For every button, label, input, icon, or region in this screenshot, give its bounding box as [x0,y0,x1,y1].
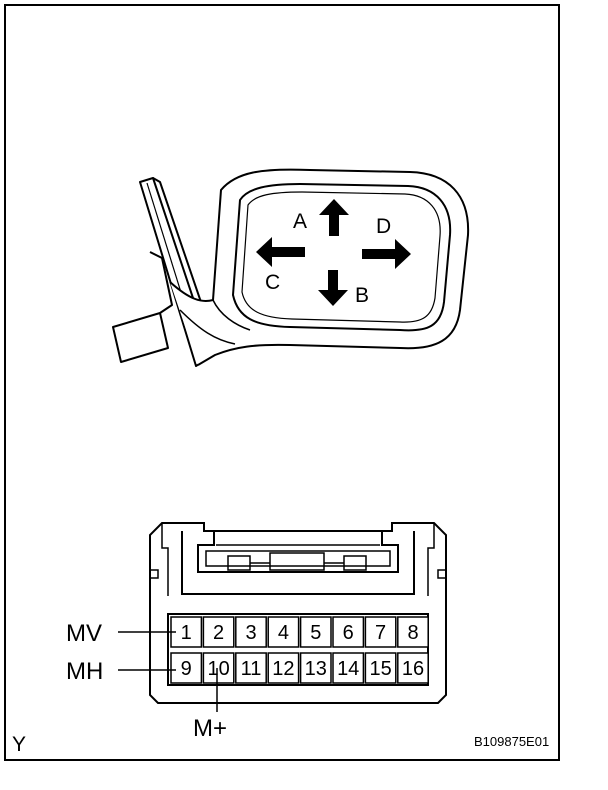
pin-number: 6 [343,622,354,644]
pin-cell [299,616,332,648]
direction-arrows [256,199,411,306]
pin-number: 9 [181,658,192,680]
arrow-right-icon [362,239,411,269]
pin-number: 15 [369,658,391,680]
pin-cell [332,616,365,648]
pin-cell [267,616,300,648]
direction-label-left: C [265,271,280,294]
pin-number: 10 [207,658,229,680]
callout-lines [118,631,218,712]
pin-number: 14 [337,658,359,680]
pin-number: 12 [272,658,294,680]
mirror-illustration [112,168,470,367]
connector-housing [149,522,447,704]
pin-cell [364,616,397,648]
pin-cell [170,652,203,684]
pin-cell [397,616,429,648]
callout-label-mplus: M+ [193,715,227,742]
pin-cell [235,652,267,684]
pin-number: 8 [407,622,418,644]
pin-number: 5 [310,622,321,644]
arrow-down-icon [318,270,348,306]
pin-cell [235,616,267,648]
pin-number: 11 [241,658,262,680]
pin-cell [170,616,203,648]
pin-number: 16 [402,658,424,680]
pin-cell [364,652,397,684]
pin-number: 4 [278,622,289,644]
pin-number: 2 [213,622,224,644]
pin-cell [299,652,332,684]
direction-label-down: B [355,284,369,307]
pin-cell [202,652,235,684]
pin-cell [267,652,300,684]
callout-label-mh: MH [66,658,103,685]
corner-letter: Y [12,733,26,756]
figure-frame [4,4,560,761]
mirror-connector-block [112,312,169,363]
arrow-up-icon [319,199,349,236]
pin-number: 1 [181,622,192,644]
pin-number: 3 [245,622,256,644]
pin-cell [332,652,365,684]
arrow-left-icon [256,237,305,267]
pin-number: 7 [375,622,386,644]
direction-label-up: A [293,210,307,233]
callout-label-mv: MV [66,620,102,647]
pin-cell [397,652,429,684]
figure-id: B109875E01 [474,734,549,749]
mirror-glass [232,183,452,332]
pin-number: 13 [305,658,327,680]
direction-label-right: D [376,215,391,238]
pin-cell [202,616,235,648]
